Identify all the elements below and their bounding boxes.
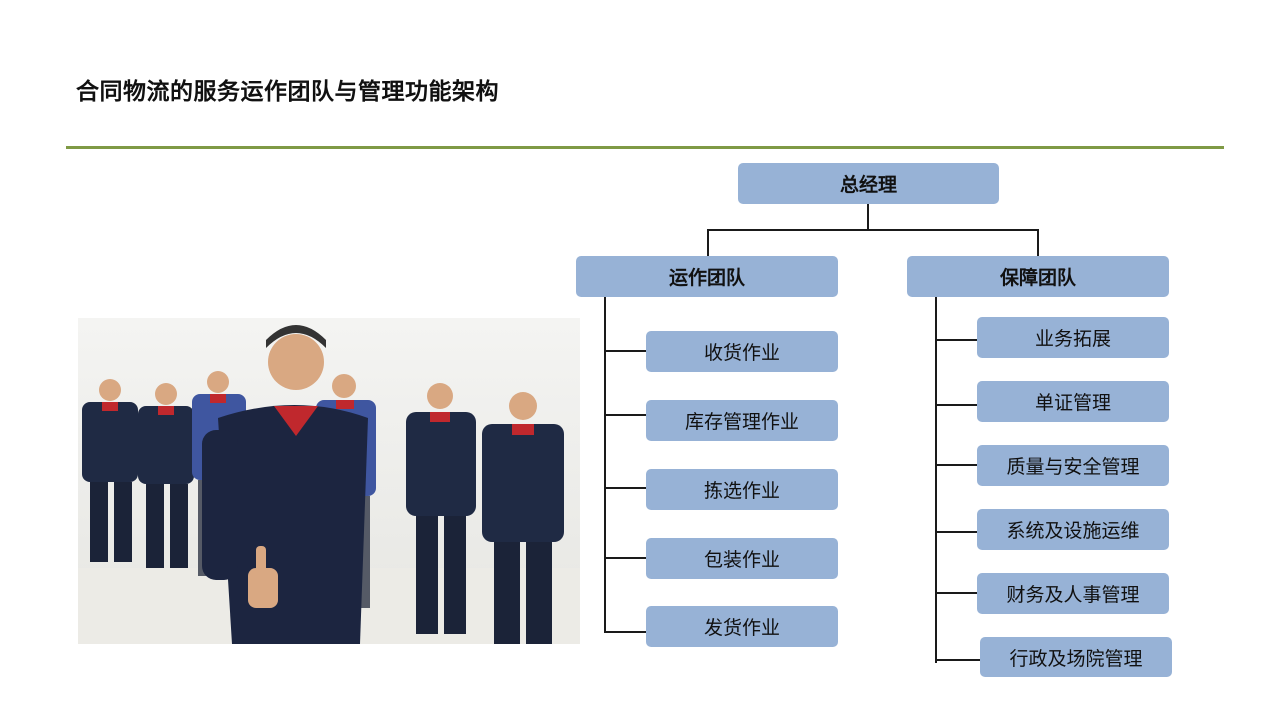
node-operations-team: 运作团队 bbox=[576, 256, 838, 297]
title-divider bbox=[66, 146, 1224, 149]
team-photo bbox=[78, 318, 580, 644]
node-support-item: 业务拓展 bbox=[977, 317, 1169, 358]
node-ops-item: 发货作业 bbox=[646, 606, 838, 647]
node-support-item: 单证管理 bbox=[977, 381, 1169, 422]
worker-1 bbox=[82, 379, 138, 562]
node-support-item: 财务及人事管理 bbox=[977, 573, 1169, 614]
node-ops-item: 收货作业 bbox=[646, 331, 838, 372]
node-support-team: 保障团队 bbox=[907, 256, 1169, 297]
node-ops-item: 拣选作业 bbox=[646, 469, 838, 510]
page-title: 合同物流的服务运作团队与管理功能架构 bbox=[76, 79, 499, 105]
node-support-item: 质量与安全管理 bbox=[977, 445, 1169, 486]
worker-foreground bbox=[202, 325, 368, 644]
worker-2 bbox=[138, 383, 194, 568]
worker-6 bbox=[406, 383, 476, 634]
node-ops-item: 包装作业 bbox=[646, 538, 838, 579]
node-support-item: 行政及场院管理 bbox=[980, 637, 1172, 677]
worker-7 bbox=[482, 392, 564, 644]
node-general-manager: 总经理 bbox=[738, 163, 999, 204]
node-ops-item: 库存管理作业 bbox=[646, 400, 838, 441]
node-support-item: 系统及设施运维 bbox=[977, 509, 1169, 550]
